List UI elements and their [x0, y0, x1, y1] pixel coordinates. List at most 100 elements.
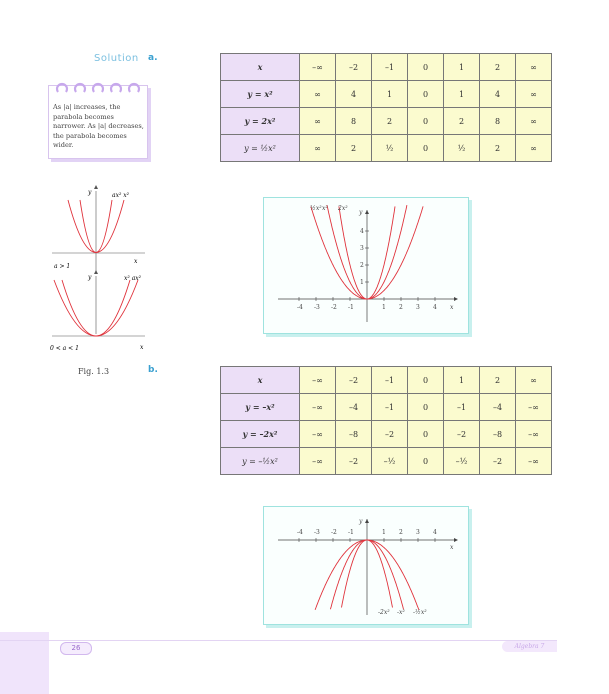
- table-cell: ∞: [515, 107, 552, 135]
- y-axis-label: y: [358, 518, 363, 525]
- x-tick-label: -3: [314, 304, 320, 311]
- table-cell: –∞: [299, 393, 336, 421]
- table-cell: –½: [443, 447, 480, 475]
- footer-strip: [0, 632, 49, 694]
- table-cell: –2: [479, 447, 516, 475]
- table-cell: –2: [443, 420, 480, 448]
- table-header-cell: –∞: [299, 366, 336, 394]
- table-cell: 0: [407, 134, 444, 162]
- x-tick-label: -2: [331, 304, 337, 311]
- table-cell: –8: [335, 420, 372, 448]
- x-tick-label: 3: [416, 304, 420, 311]
- table-cell: –½: [371, 447, 408, 475]
- table-cell: ∞: [299, 134, 336, 162]
- table-row: y = 2x² ∞ 8 2 0 2 8 ∞: [220, 107, 552, 135]
- table-header-cell: –2: [335, 53, 372, 81]
- x-axis-label: x: [450, 544, 454, 551]
- table-cell: –1: [443, 393, 480, 421]
- curve-label: -½x²: [413, 609, 427, 616]
- curve-labels: ax² x²: [112, 192, 130, 199]
- table-cell: 2: [479, 134, 516, 162]
- table-cell: 0: [407, 420, 444, 448]
- table-header-cell: 0: [407, 53, 444, 81]
- value-table-b: x –∞ –2 –1 0 1 2 ∞ y = –x² –∞ –4 –1 0 –1…: [220, 366, 552, 475]
- note-card: As |a| increases, the parabola becomes n…: [48, 82, 148, 159]
- y-tick-label: 3: [360, 245, 364, 252]
- y-axis-label: y: [87, 189, 92, 196]
- x-axis-label: x: [450, 304, 454, 311]
- value-table-a: x –∞ –2 –1 0 1 2 ∞ y = x² ∞ 4 1 0 1 4 ∞ …: [220, 53, 552, 162]
- table-row: y = –x² –∞ –4 –1 0 –1 –4 –∞: [220, 393, 552, 421]
- x-tick-label: -3: [314, 529, 320, 536]
- table-cell: ∞: [515, 134, 552, 162]
- table-header-cell: 1: [443, 53, 480, 81]
- small-graph-top: y x ax² x² a > 1: [52, 185, 145, 271]
- table-cell: ∞: [299, 80, 336, 108]
- part-a-label: a.: [148, 53, 158, 63]
- x-tick-label: 4: [433, 529, 437, 536]
- table-cell: –∞: [515, 420, 552, 448]
- y-axis-label: y: [87, 274, 92, 281]
- row-label: y = –½x²: [220, 447, 300, 475]
- spiral-binding-icon: [55, 82, 141, 93]
- x-tick-label: 4: [433, 304, 437, 311]
- x-tick-label: 2: [399, 529, 403, 536]
- table-cell: –∞: [515, 393, 552, 421]
- part-b-label: b.: [148, 365, 158, 375]
- table-cell: –∞: [299, 420, 336, 448]
- table-cell: 0: [407, 80, 444, 108]
- table-cell: –∞: [299, 447, 336, 475]
- x-axis-arrow-icon: [454, 538, 458, 542]
- table-cell: –2: [371, 420, 408, 448]
- table-row: y = x² ∞ 4 1 0 1 4 ∞: [220, 80, 552, 108]
- table-cell: –1: [371, 393, 408, 421]
- small-graph-bottom: y x x² ax² 0 < a < 1: [50, 270, 145, 352]
- table-cell: 1: [443, 80, 480, 108]
- condition-label: 0 < a < 1: [50, 345, 79, 352]
- table-cell: 1: [371, 80, 408, 108]
- row-label: y = 2x²: [220, 107, 300, 135]
- y-tick-label: 4: [360, 228, 364, 235]
- x-axis-label: x: [134, 258, 138, 265]
- table-cell: 2: [443, 107, 480, 135]
- table-cell: 0: [407, 393, 444, 421]
- table-header-cell: x: [220, 53, 300, 81]
- x-tick-label: -2: [331, 529, 337, 536]
- table-cell: ∞: [299, 107, 336, 135]
- x-tick-label: 1: [382, 529, 386, 536]
- table-header-cell: –1: [371, 366, 408, 394]
- table-cell: 2: [371, 107, 408, 135]
- table-cell: –∞: [515, 447, 552, 475]
- x-tick-label: -1: [348, 529, 354, 536]
- table-row: y = –½x² –∞ –2 –½ 0 –½ –2 –∞: [220, 447, 552, 475]
- table-header-cell: 2: [479, 53, 516, 81]
- table-cell: ∞: [515, 80, 552, 108]
- table-header-row: x –∞ –2 –1 0 1 2 ∞: [220, 53, 552, 81]
- table-cell: 4: [335, 80, 372, 108]
- row-label: y = ½x²: [220, 134, 300, 162]
- table-header-cell: 2: [479, 366, 516, 394]
- table-header-cell: 1: [443, 366, 480, 394]
- table-cell: 4: [479, 80, 516, 108]
- y-axis-arrow-icon: [365, 519, 369, 523]
- table-cell: –4: [335, 393, 372, 421]
- curve-label: ½x²: [310, 205, 322, 212]
- table-cell: ½: [443, 134, 480, 162]
- table-cell: 0: [407, 447, 444, 475]
- y-axis-arrow-icon: [365, 210, 369, 214]
- x-tick-label: 2: [399, 304, 403, 311]
- y-axis-label: y: [358, 209, 363, 216]
- row-label: y = –2x²: [220, 420, 300, 448]
- table-cell: –4: [479, 393, 516, 421]
- condition-label: a > 1: [54, 263, 70, 270]
- footer-line: [0, 640, 557, 641]
- table-header-cell: x: [220, 366, 300, 394]
- x-axis-label: x: [140, 344, 144, 351]
- row-label: y = x²: [220, 80, 300, 108]
- table-header-row: x –∞ –2 –1 0 1 2 ∞: [220, 366, 552, 394]
- table-row: y = ½x² ∞ 2 ½ 0 ½ 2 ∞: [220, 134, 552, 162]
- x-tick-label: -4: [297, 304, 303, 311]
- solution-heading: Solution: [94, 53, 139, 64]
